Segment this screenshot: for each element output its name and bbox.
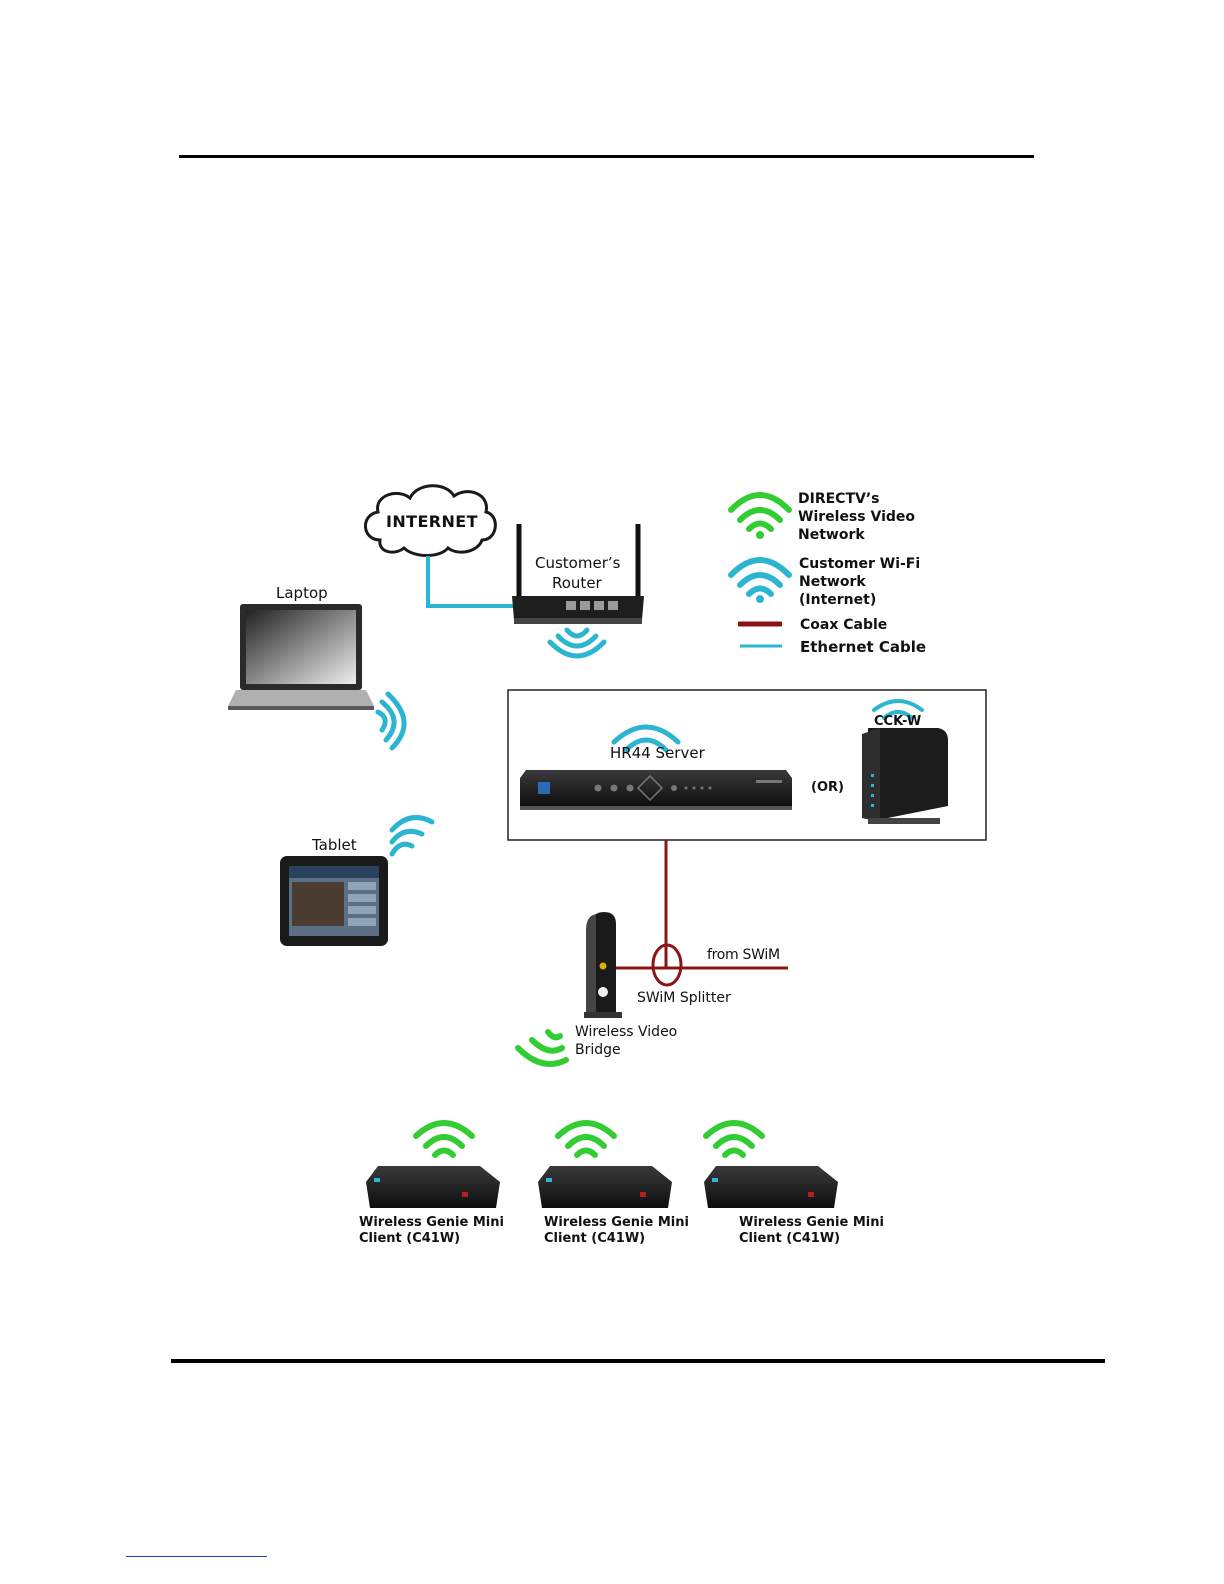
- client-2-label-line2: Client (C41W): [544, 1231, 646, 1246]
- laptop-icon: [228, 604, 374, 710]
- legend-directv-label-line1: DIRECTV’s: [798, 491, 880, 507]
- client-1-device-icon: [366, 1166, 500, 1208]
- bridge-label-line2: Bridge: [575, 1042, 621, 1058]
- legend-ethernet-label: Ethernet Cable: [800, 638, 927, 656]
- legend-directv-label-line3: Network: [798, 527, 865, 543]
- or-label: (OR): [811, 780, 844, 795]
- router-wifi-signal-icon: [547, 627, 607, 659]
- cck-w-wifi-signal-icon: [872, 699, 924, 720]
- client-3-device-icon: [704, 1166, 838, 1208]
- router-icon: [512, 524, 644, 624]
- client-2-label-line1: Wireless Genie Mini: [544, 1215, 689, 1230]
- laptop-wifi-signal-icon: [375, 691, 407, 751]
- legend-directv-label-line2: Wireless Video: [798, 509, 915, 525]
- ethernet-cable-internet-router: [426, 556, 554, 608]
- legend-customer-wifi-icon: [728, 557, 792, 603]
- legend-customer-label-line3: (Internet): [799, 592, 877, 608]
- router-label-line1: Customer’s: [535, 554, 621, 572]
- top-rule: [179, 155, 1034, 158]
- cck-w-device-icon: [862, 728, 948, 824]
- from-swim-label: from SWiM: [707, 947, 780, 963]
- bottom-rule: [171, 1359, 1105, 1363]
- laptop-label: Laptop: [276, 584, 328, 602]
- server-group-box: [507, 689, 987, 841]
- client-2-device-icon: [538, 1166, 672, 1208]
- legend-coax-label: Coax Cable: [800, 617, 888, 633]
- client-2-wifi-signal-icon: [555, 1120, 617, 1158]
- legend-customer-label-line2: Network: [799, 574, 866, 590]
- client-3-label-line2: Client (C41W): [739, 1231, 841, 1246]
- cck-w-label: CCK-W: [874, 714, 922, 729]
- router-label-line2: Router: [552, 574, 602, 592]
- internet-label: INTERNET: [386, 512, 478, 531]
- client-3-wifi-signal-icon: [703, 1120, 765, 1158]
- internet-cloud-icon: [364, 484, 497, 557]
- legend-customer-label-line1: Customer Wi-Fi: [799, 556, 921, 572]
- hr44-server-icon: [520, 770, 792, 810]
- tablet-icon: [280, 856, 388, 946]
- tablet-label: Tablet: [312, 836, 357, 854]
- hr44-server-label: HR44 Server: [610, 744, 705, 762]
- swim-splitter-marker: [651, 943, 683, 987]
- server-wifi-signal-icon: [611, 724, 681, 753]
- legend-directv-wifi-icon: [728, 492, 792, 539]
- wireless-video-bridge-icon: [584, 912, 622, 1018]
- bridge-wifi-signal-icon: [515, 1029, 569, 1067]
- client-1-label-line2: Client (C41W): [359, 1231, 461, 1246]
- bridge-label-line1: Wireless Video: [575, 1024, 678, 1040]
- client-1-wifi-signal-icon: [413, 1120, 475, 1158]
- tablet-wifi-signal-icon: [389, 815, 435, 857]
- swim-splitter-label: SWiM Splitter: [637, 990, 731, 1006]
- footer-link-underline: [126, 1556, 267, 1557]
- client-1-label-line1: Wireless Genie Mini: [359, 1215, 504, 1230]
- client-3-label-line1: Wireless Genie Mini: [739, 1215, 884, 1230]
